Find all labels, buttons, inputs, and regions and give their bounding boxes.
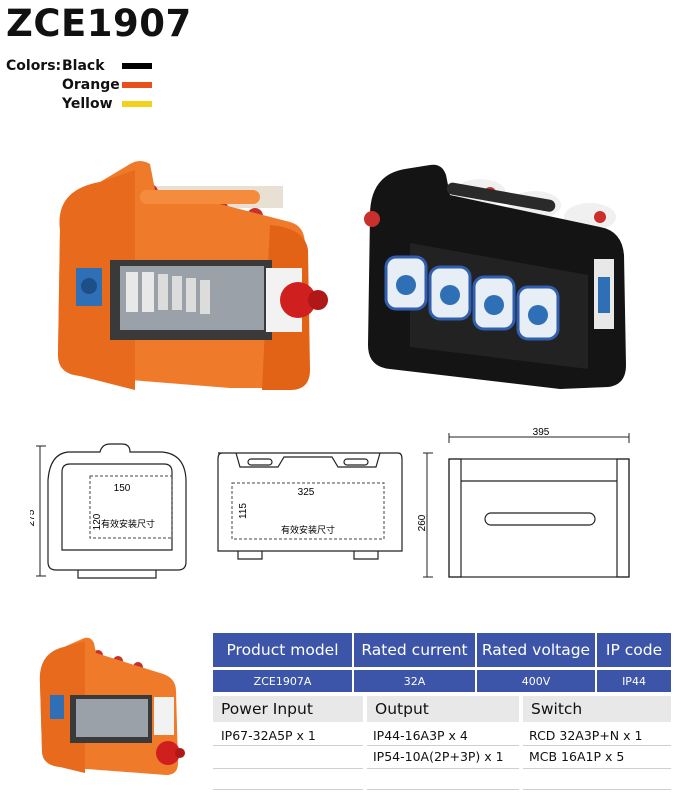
switch-item: MCB 16A1P x 5 (529, 749, 625, 764)
header-rated-voltage: Rated voltage (477, 633, 595, 667)
product-title: ZCE1907 (6, 2, 192, 45)
black-product-image (364, 164, 626, 389)
front-width-dim: 150 (114, 483, 131, 494)
front-mounting-note: 有效安装尺寸 (101, 518, 155, 529)
front-overall-height: 275 (30, 509, 37, 526)
row-divider (523, 768, 671, 769)
side-view-drawing: 325 115 有效安装尺寸 (217, 452, 403, 560)
subheader-switch: Switch (523, 696, 671, 722)
row-divider (213, 768, 363, 769)
color-swatch-yellow (122, 101, 152, 107)
color-name-yellow: Yellow (62, 96, 113, 112)
value-ip-code: IP44 (597, 670, 671, 692)
header-product-model: Product model (213, 633, 352, 667)
output-item: IP54-10A(2P+3P) x 1 (373, 749, 504, 764)
color-name-orange: Orange (62, 77, 120, 93)
orange-product-image (58, 161, 328, 390)
top-width-dim: 395 (533, 427, 550, 438)
row-divider (367, 789, 519, 790)
top-view-drawing: 395 260 (417, 427, 630, 578)
row-divider (367, 745, 519, 746)
subheader-power-input: Power Input (213, 696, 363, 722)
color-swatch-orange (122, 82, 152, 88)
row-divider (523, 745, 671, 746)
value-rated-voltage: 400V (477, 670, 595, 692)
front-view-drawing: 275 150 120 有效安装尺寸 (30, 443, 187, 579)
colors-label: Colors: (6, 58, 62, 74)
side-height-dim: 115 (238, 503, 249, 519)
top-height-dim: 260 (417, 514, 428, 531)
row-divider (523, 789, 671, 790)
output-item: IP44-16A3P x 4 (373, 728, 468, 743)
front-height-dim: 120 (92, 513, 103, 530)
color-swatch-black (122, 63, 152, 69)
side-mounting-note: 有效安装尺寸 (281, 524, 335, 535)
row-divider (213, 745, 363, 746)
power-input-item: IP67-32A5P x 1 (221, 728, 316, 743)
side-width-dim: 325 (298, 487, 315, 498)
value-rated-current: 32A (354, 670, 475, 692)
header-ip-code: IP code (597, 633, 671, 667)
value-product-model: ZCE1907A (213, 670, 352, 692)
row-divider (367, 768, 519, 769)
subheader-output: Output (367, 696, 519, 722)
color-name-black: Black (62, 58, 105, 74)
switch-item: RCD 32A3P+N x 1 (529, 728, 643, 743)
row-divider (213, 789, 363, 790)
orange-product-thumbnail (39, 637, 185, 775)
header-rated-current: Rated current (354, 633, 475, 667)
